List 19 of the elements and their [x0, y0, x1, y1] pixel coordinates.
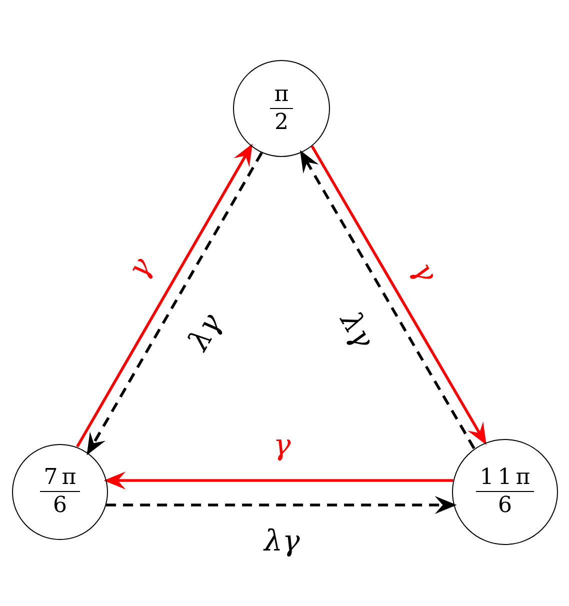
- node-circle: [233, 60, 330, 157]
- arrow: [104, 472, 454, 490]
- node-circle: [12, 444, 108, 540]
- edge-label: λγ: [264, 526, 300, 556]
- node-circle: [452, 438, 558, 544]
- dashed-arrow: [86, 152, 263, 456]
- fraction-numerator: 7π: [40, 466, 80, 492]
- fraction-numerator: 11π: [476, 466, 534, 492]
- arrow: [76, 144, 253, 448]
- edge-label: γ: [123, 253, 157, 283]
- edge-label: γ: [273, 430, 291, 460]
- dashed-arrow: [106, 496, 457, 514]
- fraction-denominator: 2: [274, 108, 288, 134]
- edge-label: γ: [408, 257, 442, 287]
- edge-label: λγ: [336, 307, 378, 353]
- edge-label: λγ: [184, 309, 226, 355]
- fraction-denominator: 6: [498, 492, 512, 516]
- fraction-numerator: π: [270, 84, 293, 108]
- fraction-denominator: 6: [53, 492, 67, 516]
